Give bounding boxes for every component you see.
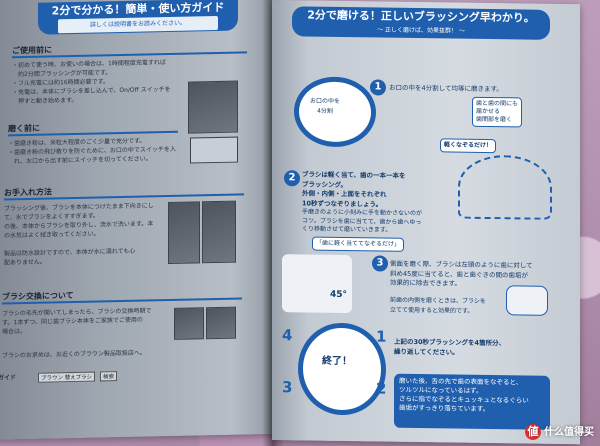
left-header-sub: 詳しくは説明書をお読みください。 [58,15,218,34]
section-brush-replacement-text: ブラシの毛先が開いてしまったら、ブラシの交換時期で す。1本ずつ、同じ歯ブラシ本… [2,307,152,336]
tip-box: 磨いた後、舌の先で歯の表面をなぞると、 ツルツルになっているはず。 さらに指でな… [394,373,550,430]
step-4-text: 上記の30秒ブラッシングを4箇所分、 繰り返してください。 [394,337,506,357]
right-page-header: 2分で磨ける！正しいブラッシング早わかり。 〜 正しく磨けば、効果抜群！ 〜 [292,6,550,40]
angle-label: 45° [330,289,348,301]
step-1-text: お口の中を4分割して均等に磨きます。 [389,83,503,94]
trace-label: 軽くなぞるだけ！ [440,138,497,154]
quadrant-3: 3 [282,378,293,397]
front-teeth-illustration [506,285,548,316]
section-before-brushing-title: 磨く前に [8,123,40,134]
left-page: 2分で分かる！簡単・使い方ガイド 詳しくは説明書をお読みください。 ご使用前に … [0,0,278,441]
section-before-use-text: ・初めて使う時、お使いの場合は、1時間程度充電すれば 約2分間ブラッシングが可能… [12,59,171,106]
teeth-diagram [458,154,552,220]
watermark: 値什么值得买 [525,423,594,440]
quadrant-4: 4 [282,326,293,345]
step-2-note: 手磨きのように小刻みに手を動かさないのが コツ。ブラシを歯に当てて、歯から歯へゆ… [302,208,423,234]
toothbrush-photo [188,80,238,134]
step-2-text: ブラシは軽く当て、歯の一本一本を ブラッシング。 外側・内側・上面をそれぞれ 1… [302,170,406,209]
right-page: 2分で磨ける！正しいブラッシング早わかり。 〜 正しく磨けば、効果抜群！ 〜 お… [272,0,580,445]
wash-photo [202,200,236,264]
search-button-tag: 検索 [100,371,118,382]
trace-gently-bubble: 「歯に軽く当ててなぞるだけ」 [312,236,405,252]
step-number-2: 2 [284,170,300,187]
watermark-logo-icon: 値 [525,424,541,440]
guide-label: ガイド [0,374,17,382]
section-before-use-title: ご使用前に [12,45,52,56]
section-care-text: ブラッシング後、ブラシを本体につけたまま下向きにし て、水でブラシをよくすすぎま… [4,202,154,267]
step-number-1: 1 [370,79,386,96]
quadrant-1: 1 [376,327,387,346]
quadrant-arch-diagram [298,322,386,416]
switch-illustration [190,136,238,164]
brush-head-photo [174,307,204,340]
right-header-title: 2分で磨ける！正しいブラッシング早わかり。 [307,8,535,25]
purchase-text: ブラシのお求めは、お近くのブラウン製品取扱店へ。 [2,349,146,360]
section-before-brushing-text: ・歯磨き粉は、米粒大程度のごく少量で充分です。 ・歯磨き粉の飛び散りを防ぐために… [8,137,176,166]
quadrant-2: 2 [376,379,387,398]
step-3-note: 前歯の内側を磨くときは、ブラシを 立てて使用すると効果的です。 [390,296,486,315]
brush-head-photo [206,306,236,340]
step-number-3: 3 [372,255,388,272]
left-page-header: 2分で分かる！簡単・使い方ガイド 詳しくは説明書をお読みください。 [38,0,238,35]
left-header-title: 2分で分かる！簡単・使い方ガイド [51,0,225,18]
search-keyword-tag: ブラウン 替えブラシ [38,371,96,383]
rinse-photo [168,201,200,265]
done-label: 終了！ [322,355,352,368]
right-header-sub: 〜 正しく磨けば、効果抜群！ 〜 [377,26,465,35]
watermark-text: 什么值得买 [544,427,594,438]
interdental-bubble: 歯と歯の間にも 届かせる 歯間部を磨く [472,96,523,128]
brush-angle-illustration [282,254,352,314]
arch-label: お口の中を 4分割 [310,97,341,115]
